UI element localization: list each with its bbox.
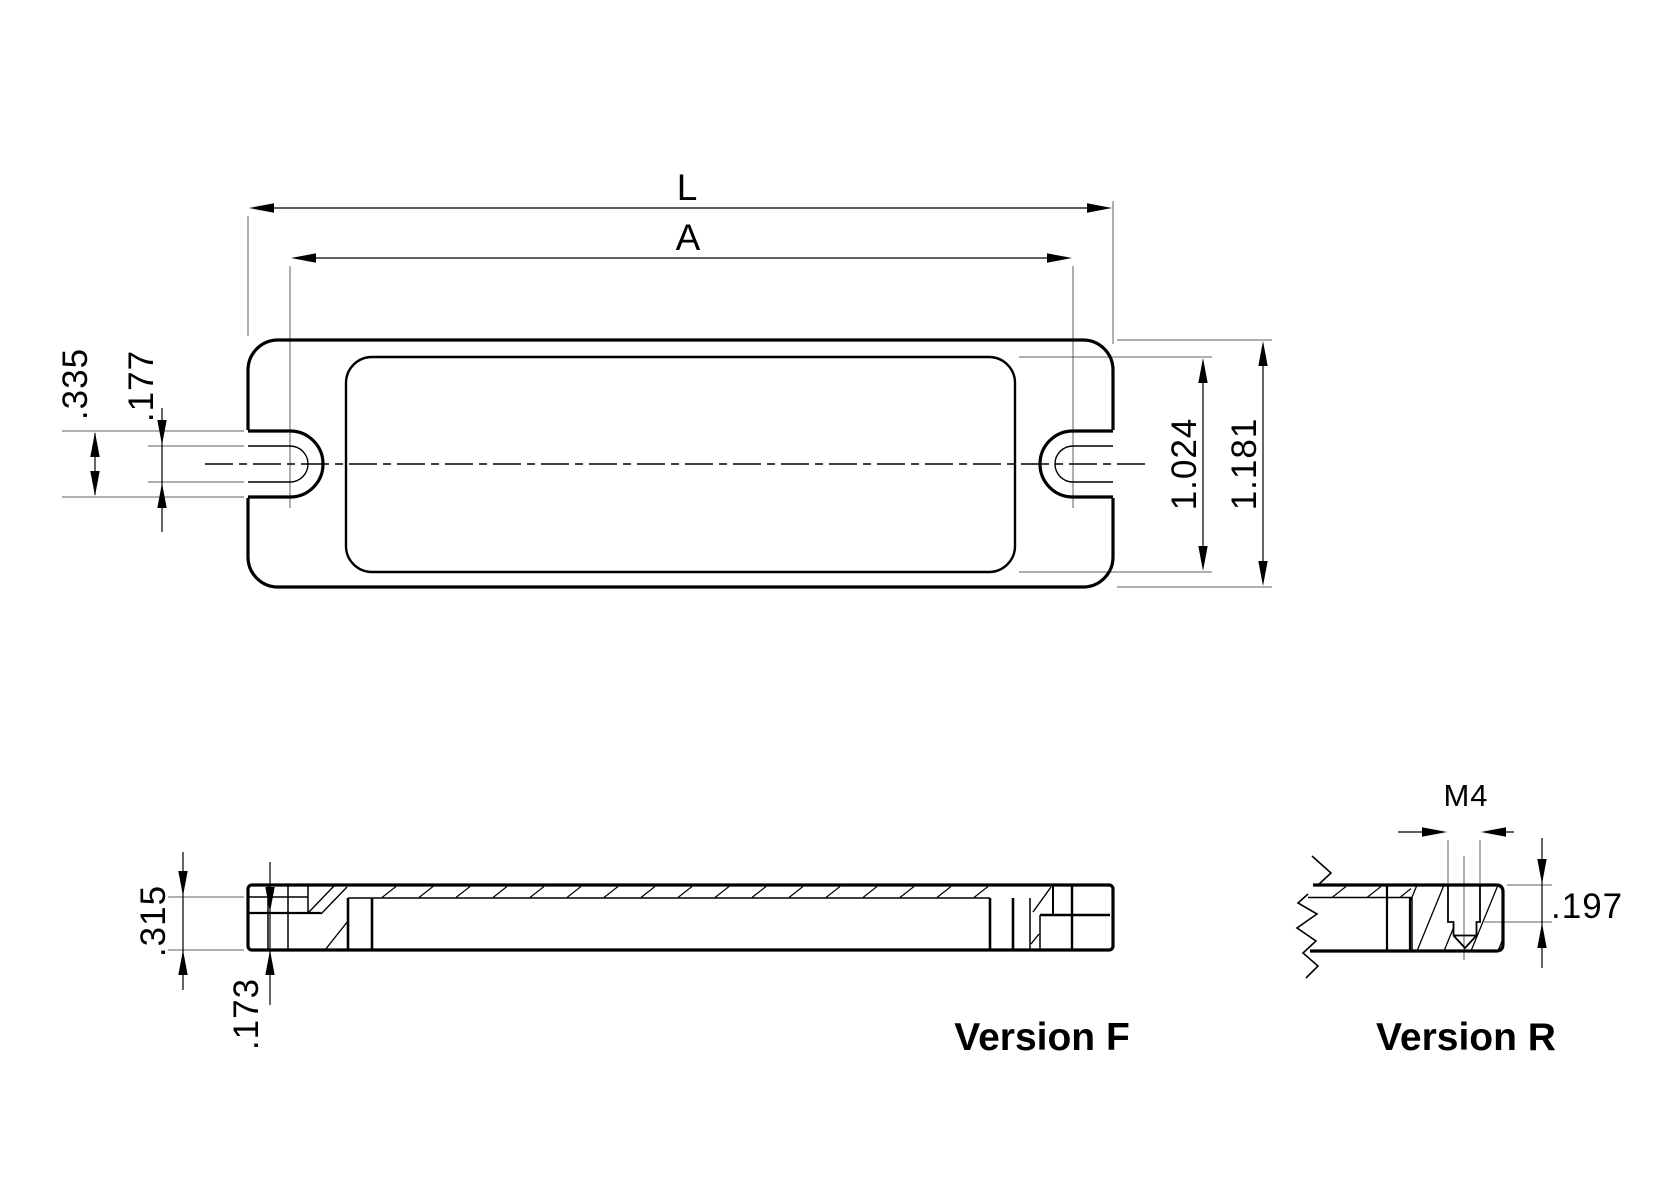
r-top-wall-inner [1308, 896, 1413, 951]
left-block-hatch [307, 885, 349, 951]
dim-slot-inner-width: .177 [122, 350, 244, 532]
version-r-label: Version R [1376, 1016, 1556, 1059]
dim-1024-label: 1.024 [1165, 418, 1204, 511]
dim-thread-size: M4 [1398, 778, 1514, 883]
top-view: L A .335 .177 [56, 167, 1272, 589]
version-f-label: Version F [954, 1016, 1130, 1059]
top-wall-hatch [381, 886, 989, 898]
dim-177-label: .177 [122, 350, 161, 422]
r-body-outline [1310, 883, 1505, 953]
right-block-thin-lines [1029, 898, 1041, 950]
detail-view-version-r: M4 .197 Version R [1295, 778, 1623, 1059]
dim-thickness: .315 [134, 852, 244, 990]
top-wall-inner-line [248, 896, 990, 899]
left-slot-opening [242, 430, 252, 498]
right-slot-opening [1108, 430, 1118, 498]
dim-A-label: A [676, 217, 701, 258]
dim-outer-height: 1.181 [1117, 339, 1272, 588]
break-line-top [1311, 855, 1333, 887]
r-slot-section-walls [1385, 886, 1412, 951]
dim-inner-height: 1.024 [1019, 356, 1212, 573]
dim-197-label: .197 [1551, 887, 1623, 926]
dim-335-label: .335 [56, 348, 95, 420]
right-block-line-b [1040, 885, 1110, 950]
side-outline [246, 883, 1115, 952]
dim-M4-label: M4 [1443, 778, 1488, 813]
dim-spacing-A: A [289, 217, 1074, 508]
hole-point-white [1453, 935, 1477, 949]
left-block-lines [267, 885, 309, 950]
left-slot-section-walls [346, 898, 374, 950]
right-slot-section-walls [988, 898, 1015, 950]
dim-slot-outer-width: .335 [56, 348, 244, 498]
break-line-bottom [1295, 893, 1320, 979]
side-view-version-f: .315 .173 Version F [134, 852, 1130, 1059]
m4-hole-outline [1447, 885, 1481, 950]
dim-173-label: .173 [227, 978, 266, 1050]
dim-1181-label: 1.181 [1225, 418, 1264, 511]
r-strip-hatch [1331, 886, 1412, 898]
dim-L-label: L [677, 167, 698, 208]
right-block-hatch [1030, 886, 1052, 945]
dim-thread-depth: .197 [1484, 838, 1623, 968]
dim-315-label: .315 [134, 885, 173, 957]
hole-drill-white [1454, 922, 1475, 936]
dim-length-L: L [247, 167, 1114, 344]
dim-recess-depth: .173 [227, 862, 275, 1050]
